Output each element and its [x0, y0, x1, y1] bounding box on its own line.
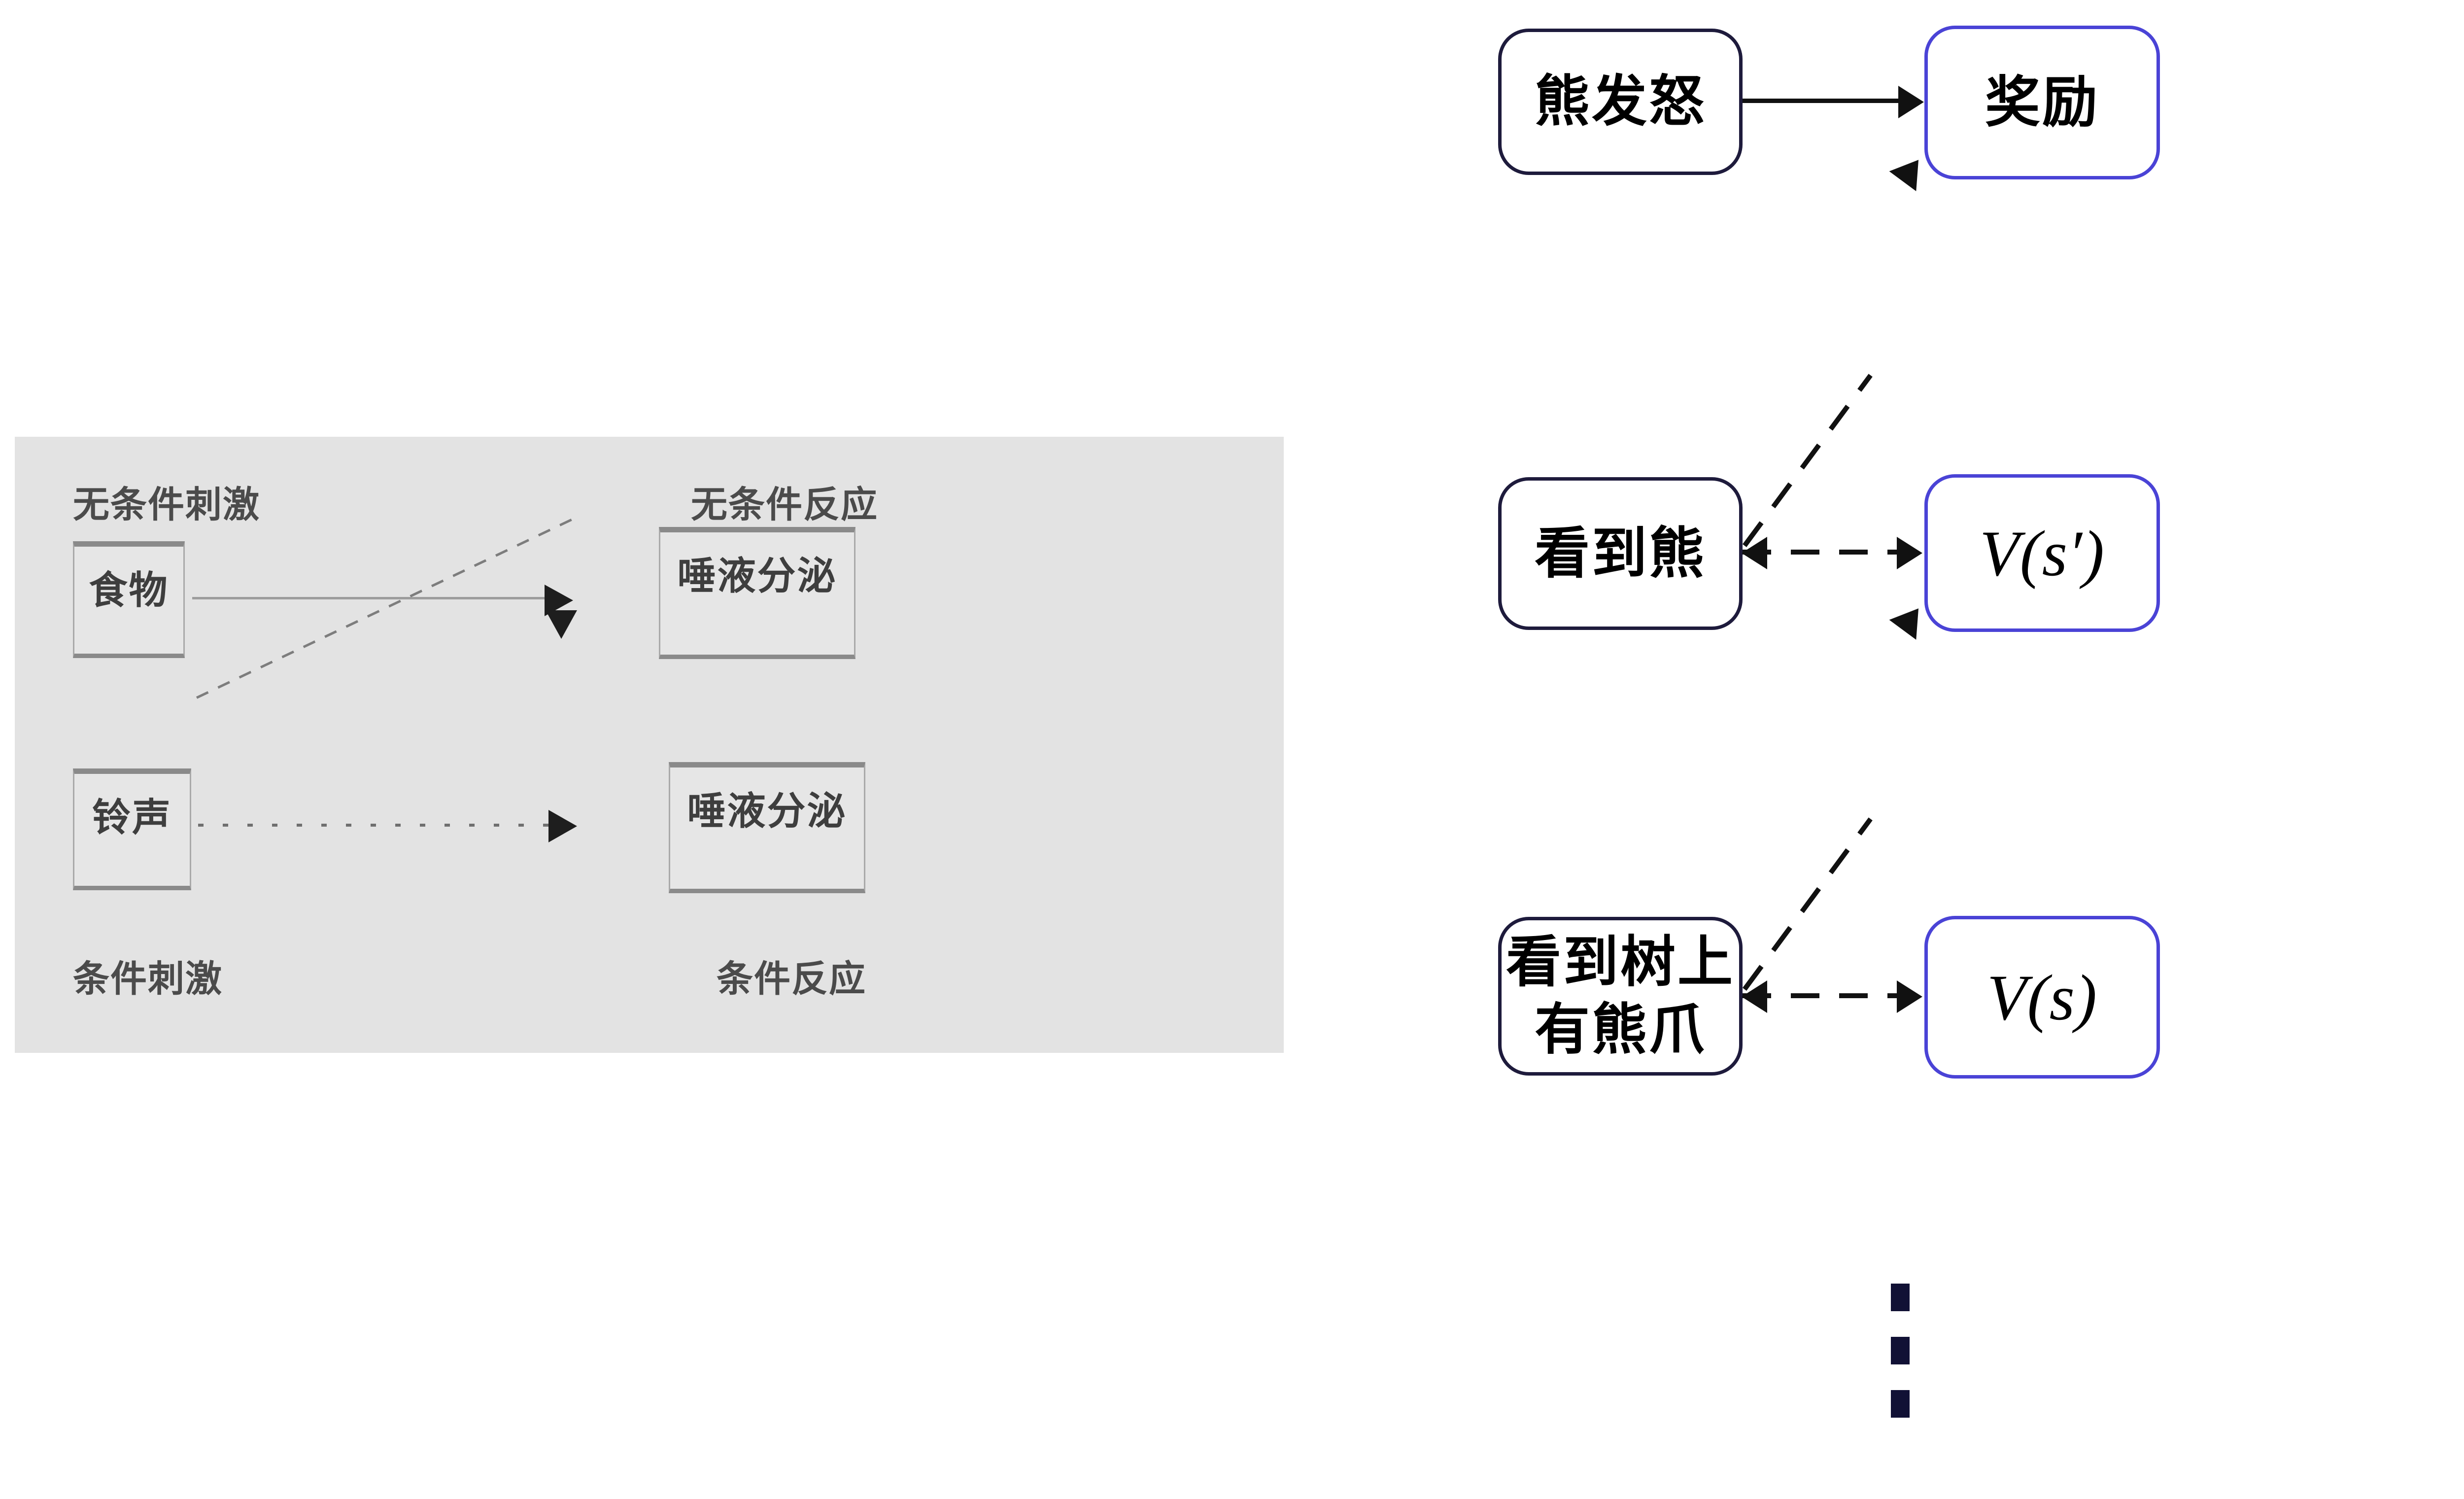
edge-bear-angry-to-reward-line [1743, 99, 1899, 103]
node-value-s-prime: V(s′) [1924, 474, 2160, 632]
node-value-s: V(s) [1924, 916, 2160, 1079]
edge-see-bear-to-reward-line [1742, 374, 1873, 547]
pavlov-box-bell-label: 铃声 [92, 796, 172, 839]
pavlov-edge-bell-to-salivation-c-line [198, 824, 554, 827]
ellipsis-dots-left [1891, 1284, 1910, 1418]
ellipsis-dot [1891, 1284, 1910, 1311]
node-see-bear-claw-label: 看到树上 有熊爪 [1506, 929, 1735, 1063]
edge-see-bear-claw-to-value-s-line [1743, 993, 1898, 998]
node-reward: 奖励 [1924, 26, 2160, 179]
caption-conditioned-response: 条件反应 [717, 958, 866, 999]
pavlov-edge-bell-to-salivation-uc-line [196, 515, 580, 699]
pavlov-box-salivation-unconditioned: 唾液分泌 [659, 527, 856, 659]
node-reward-label: 奖励 [1985, 71, 2099, 133]
pavlov-box-salivation-c-label: 唾液分泌 [687, 789, 847, 833]
node-see-bear-claw: 看到树上 有熊爪 [1498, 917, 1743, 1076]
edge-see-bear-to-value-s-prime-arrowhead-right-icon [1897, 537, 1922, 569]
pavlov-edge-food-to-salivation-line [192, 597, 548, 599]
node-value-s-prime-label: V(s′) [1980, 517, 2105, 590]
caption-unconditioned-stimulus: 无条件刺激 [73, 484, 260, 525]
node-see-bear: 看到熊 [1498, 477, 1743, 630]
edge-see-bear-to-value-s-prime-line [1743, 550, 1898, 555]
ellipsis-dot [1891, 1337, 1910, 1364]
pavlov-box-food: 食物 [73, 541, 185, 658]
pavlov-box-salivation-conditioned: 唾液分泌 [669, 762, 865, 893]
node-see-bear-claw-line1: 看到树上 [1506, 931, 1735, 993]
pavlov-box-food-label: 食物 [89, 568, 169, 612]
node-bear-angry: 熊发怒 [1498, 29, 1743, 175]
classical-conditioning-panel: 无条件刺激 无条件反应 条件刺激 条件反应 食物 铃声 唾液分泌 唾液分泌 [15, 437, 1284, 1053]
caption-unconditioned-response: 无条件反应 [691, 484, 878, 525]
td-learning-diagram: 熊发怒 看到熊 看到树上 有熊爪 奖励 V(s′) V(s) [1498, 0, 2464, 1499]
pavlov-box-bell: 铃声 [73, 768, 191, 890]
caption-conditioned-stimulus: 条件刺激 [73, 958, 223, 999]
edge-see-bear-claw-to-value-s-arrowhead-right-icon [1897, 980, 1922, 1013]
node-see-bear-claw-line2: 有熊爪 [1535, 999, 1706, 1060]
node-value-s-label: V(s) [1987, 961, 2097, 1034]
pavlov-box-salivation-uc-label: 唾液分泌 [677, 554, 837, 597]
node-bear-angry-label: 熊发怒 [1535, 70, 1706, 133]
node-see-bear-label: 看到熊 [1535, 522, 1706, 584]
edge-see-bear-claw-to-value-s-prime-line [1742, 817, 1873, 991]
pavlov-edge-bell-to-salivation-c-arrowhead-icon [548, 810, 577, 842]
pavlov-edge-bell-to-salivation-uc-arrowhead-icon [546, 610, 577, 639]
edge-bear-angry-to-reward-arrowhead-icon [1898, 86, 1924, 118]
ellipsis-dot [1891, 1390, 1910, 1418]
